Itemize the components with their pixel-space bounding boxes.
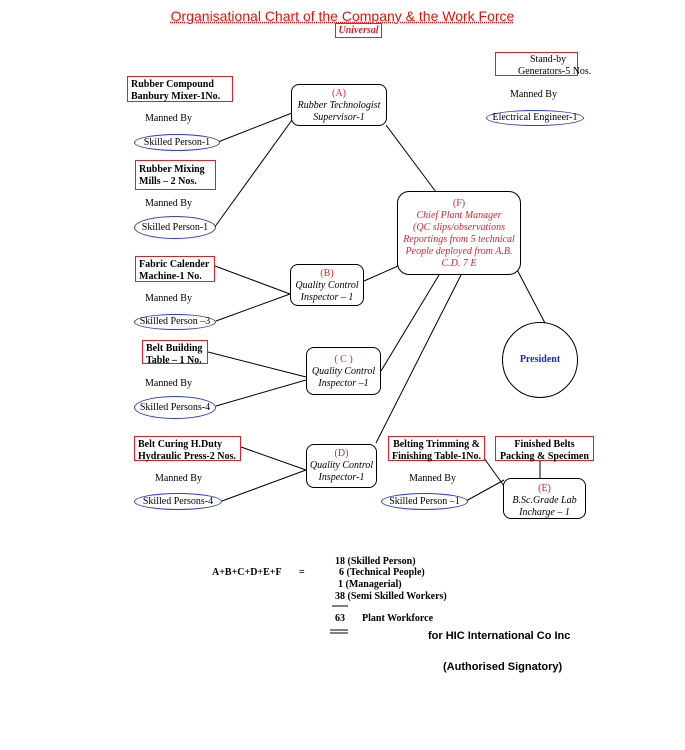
machine-mixing-mills: Rubber Mixing Mills – 2 Nos. [135, 160, 216, 190]
machine-belting-trimming: Belting Trimming & Finishing Table-1No. [388, 436, 485, 462]
connector-a-f [385, 124, 437, 193]
lab-incharge-e-box: (E) B.Sc.Grade Lab Incharge – 1 [503, 478, 586, 519]
summary-formula: A+B+C+D+E+F [212, 567, 282, 578]
worker-mixing-mills: Skilled Person-1 [134, 216, 216, 239]
manned-by-label: Manned By [145, 293, 192, 304]
manned-by-label: Manned By [155, 473, 202, 484]
summary-row-managerial: 1 (Managerial) [338, 579, 402, 590]
summary-equals: = [299, 567, 305, 578]
manned-by-label: Manned By [145, 198, 192, 209]
connector-d-skilled [221, 469, 307, 502]
manned-by-label: Manned By [145, 113, 192, 124]
signatory-company: for HIC International Co Inc [428, 630, 571, 642]
manned-by-label: Manned By [510, 89, 557, 100]
connector-c-skilled [215, 379, 307, 407]
summary-total-label: Plant Workforce [362, 613, 434, 624]
machine-finished-belts: Finished Belts Packing & Specimen [495, 436, 594, 462]
worker-belt-building: Skilled Persons-4 [134, 396, 216, 419]
worker-standby: Electrical Engineer-1 [486, 110, 584, 126]
connector-f-d [375, 274, 462, 444]
company-name: Universal [335, 23, 382, 38]
connector-f-b [363, 265, 399, 282]
chief-plant-manager-box: (F) Chief Plant Manager (QC slips/observ… [397, 191, 521, 275]
machine-standby-generators: Stand-by Generators-5 Nos. [495, 52, 591, 77]
connector-b-calender [214, 265, 291, 295]
supervisor-b-box: (B) Quality Control Inspector – 1 [290, 264, 364, 306]
manned-by-label: Manned By [145, 378, 192, 389]
summary-total-value: 63 [335, 613, 345, 624]
connector-f-president [512, 261, 546, 324]
machine-fabric-calender: Fabric Calender Machine-1 No. [135, 256, 215, 282]
connector-f-c [380, 274, 440, 372]
connector-a-banbury [217, 112, 293, 143]
signatory-label: (Authorised Signatory) [443, 661, 563, 673]
worker-banbury: Skilled Person-1 [134, 134, 220, 151]
manned-by-label: Manned By [409, 473, 456, 484]
summary-row-technical: 6 (Technical People) [339, 567, 425, 578]
machine-belt-building: Belt Building Table – 1 No. [142, 340, 208, 366]
connector-c-building [207, 351, 307, 378]
worker-trimming: Skilled Person –1 [381, 493, 468, 510]
page-title: Organisational Chart of the Company & th… [170, 8, 515, 24]
worker-calender: Skilled Person –3 [134, 314, 216, 330]
supervisor-c-box: ( C ) Quality Control Inspector –1 [306, 347, 381, 395]
president-node: President [502, 322, 578, 398]
connector-d-curing [240, 446, 307, 471]
machine-banbury-mixer: Rubber Compound Banbury Mixer-1No. [127, 76, 233, 102]
machine-belt-curing: Belt Curing H.Duty Hydraulic Press-2 Nos… [134, 436, 241, 462]
supervisor-d-box: (D) Quality Control Inspector-1 [306, 444, 377, 488]
supervisor-a-box: (A) Rubber Technologist Supervisor-1 [291, 84, 387, 126]
summary-row-semi-skilled: 38 (Semi Skilled Workers) [335, 591, 447, 602]
connector-b-skilled [215, 293, 291, 322]
worker-belt-curing: Skilled Persons-4 [134, 493, 222, 510]
connector-e-skilled [465, 479, 505, 502]
connector-a-mixing [213, 119, 293, 229]
summary-row-skilled: 18 (Skilled Person) [335, 556, 416, 567]
